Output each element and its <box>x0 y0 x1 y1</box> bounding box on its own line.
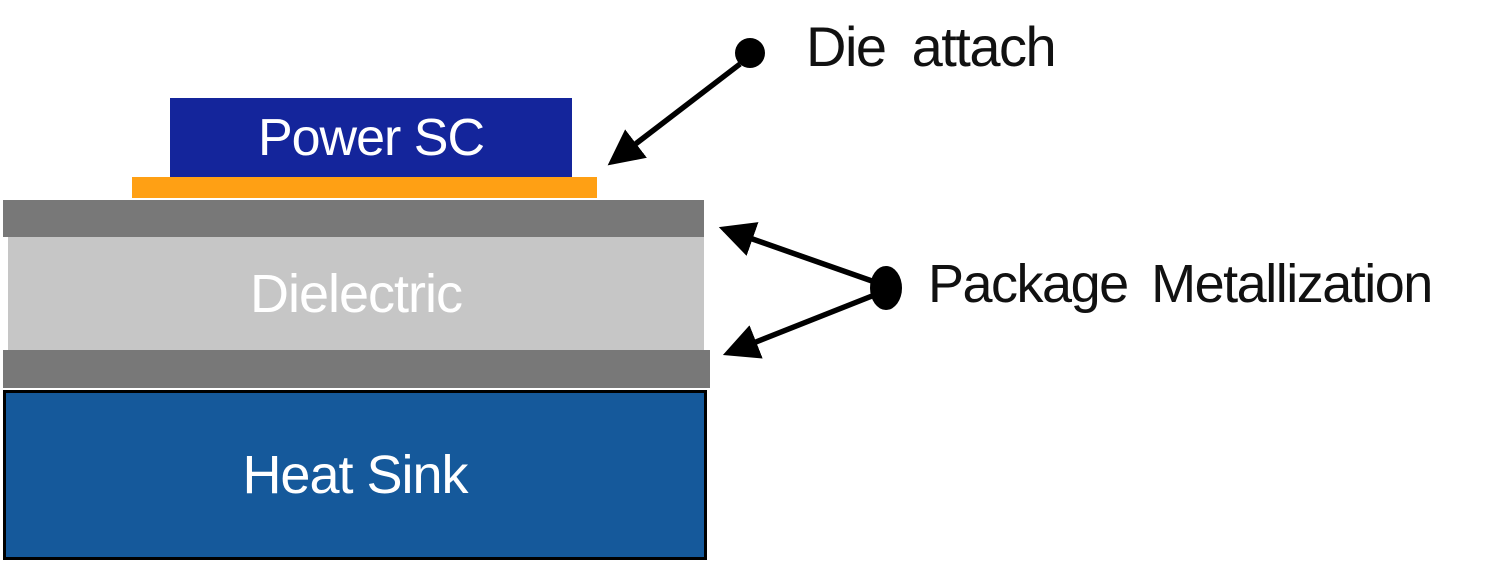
layer-metallization-bottom <box>3 350 710 388</box>
package-metallization-arrow-top <box>718 222 873 284</box>
die-attach-label: Die attach <box>806 15 1057 78</box>
dielectric-label: Dielectric <box>249 263 463 324</box>
package-metallization-label: Package Metallization <box>928 254 1433 314</box>
layer-power-sc: Power SC <box>170 98 572 178</box>
package-metallization-callout-dot <box>870 266 902 310</box>
die-attach-callout-dot <box>735 38 765 68</box>
heat-sink-label: Heat Sink <box>242 445 468 505</box>
layer-metallization-top <box>3 200 704 237</box>
layer-heat-sink: Heat Sink <box>3 390 707 560</box>
die-attach-arrow <box>607 61 742 166</box>
layer-die-attach <box>132 177 597 198</box>
layer-dielectric: Dielectric <box>8 237 704 350</box>
package-metallization-arrow-bottom <box>722 293 874 359</box>
power-sc-label: Power SC <box>257 109 485 167</box>
